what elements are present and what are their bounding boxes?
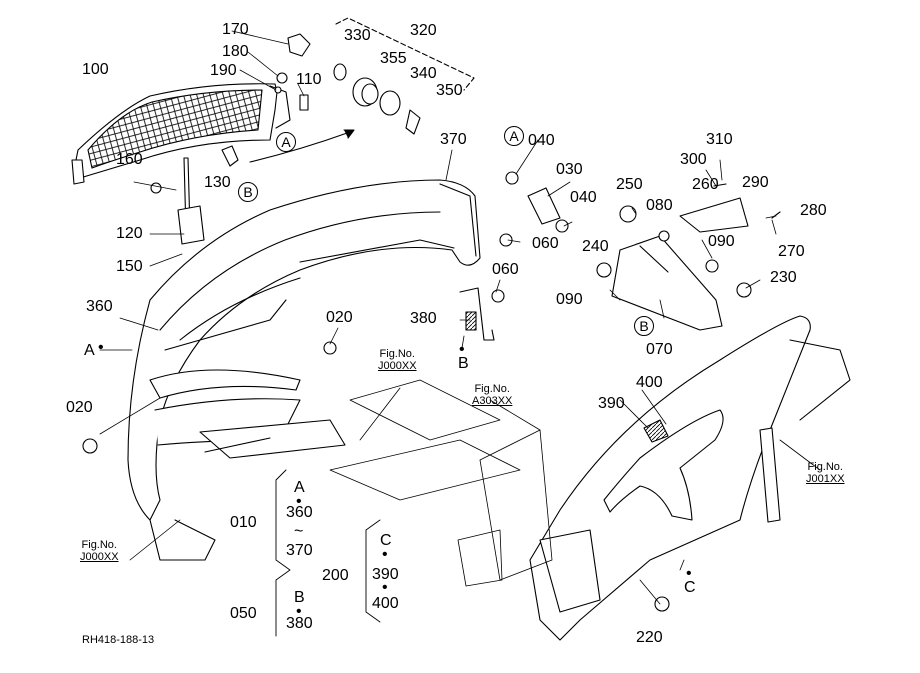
callout-090-left: 090 [556,291,583,308]
callout-270: 270 [778,243,805,260]
callout-050: 050 [230,605,257,622]
figure-reference-number: A303XX [472,395,513,407]
callout-355: 355 [380,50,407,67]
callout-130: 130 [204,174,231,191]
callout-040-top: 040 [528,132,555,149]
frame-reference [329,379,553,587]
callout-390: 390 [598,395,625,412]
cam-lock-part [333,17,475,135]
group-010-from: 360 [286,504,313,521]
callout-190: 190 [210,62,237,79]
callout-300: 300 [680,151,707,168]
callout-160: 160 [116,151,143,168]
callout-060-right: 060 [532,235,559,252]
leader-lines [99,30,821,605]
figure-reference-label: Fig.No. [379,348,415,360]
callout-320: 320 [410,22,437,39]
bracket-part [82,171,670,612]
dot-marker: • [459,341,465,358]
group-010-letter: A [294,479,305,496]
knob-part [274,33,311,111]
grille-part [71,83,291,185]
callout-060-mid: 060 [492,261,519,278]
circled-letter-b: B [238,182,258,202]
group-010-tilde: ~ [294,523,304,540]
callout-250: 250 [616,176,643,193]
callout-220: 220 [636,629,663,646]
direction-arrow [249,131,351,163]
callout-090-right: 090 [708,233,735,250]
letter-b-under-380: B [458,355,469,372]
letter-a-side: A [84,342,95,359]
callout-360: 360 [86,298,113,315]
callout-340: 340 [410,65,437,82]
callout-030: 030 [556,161,583,178]
group-200-from: 390 [372,566,399,583]
dot-marker: • [382,579,388,596]
callout-400: 400 [636,374,663,391]
figure-reference-number: J000XX [378,360,417,372]
dot-marker: • [686,565,692,582]
callout-230: 230 [770,269,797,286]
figure-reference[interactable]: Fig.No. J000XX [378,348,417,372]
figure-reference[interactable]: Fig.No. J000XX [80,539,119,563]
callout-380: 380 [410,310,437,327]
group-050-item: 380 [286,615,313,632]
callout-150: 150 [116,258,143,275]
callout-180: 180 [222,43,249,60]
circled-letter-a: A [504,126,524,146]
latch-part [150,145,239,245]
figure-reference-number: J000XX [80,551,119,563]
callout-290: 290 [742,174,769,191]
side-cover-part [127,179,481,561]
dot-marker: • [296,603,302,620]
callout-240: 240 [582,238,609,255]
rear-panel-part [529,315,851,641]
dot-marker: • [296,493,302,510]
callout-170: 170 [222,21,249,38]
callout-120: 120 [116,225,143,242]
callout-200: 200 [322,567,349,584]
callout-260: 260 [692,176,719,193]
callout-010: 010 [230,514,257,531]
figure-reference-number: J001XX [806,473,845,485]
dot-marker: • [98,339,104,356]
callout-080: 080 [646,197,673,214]
callout-070: 070 [646,341,673,358]
group-050-letter: B [294,589,305,606]
letter-c-panel: C [684,579,696,596]
callout-350: 350 [436,82,463,99]
callout-100: 100 [82,61,109,78]
group-200-letter: C [380,532,392,549]
callout-020-mid: 020 [326,309,353,326]
callout-310: 310 [706,131,733,148]
callout-040-mid: 040 [570,189,597,206]
figure-reference[interactable]: Fig.No. J001XX [806,461,845,485]
hinge-bracket-part [596,183,781,331]
diagram-code: RH418-188-13 [82,634,155,646]
group-brackets [275,469,381,637]
figure-reference-label: Fig.No. [81,539,117,551]
callout-370: 370 [440,131,467,148]
dot-marker: • [382,546,388,563]
circled-letter-a: A [276,132,296,152]
callout-330: 330 [344,27,371,44]
figure-reference-label: Fig.No. [474,383,510,395]
group-200-to: 400 [372,595,399,612]
callout-110: 110 [296,71,322,88]
callout-020-left: 020 [66,399,93,416]
figure-reference-label: Fig.No. [807,461,843,473]
callout-280: 280 [800,202,827,219]
circled-letter-b: B [634,316,654,336]
figure-reference[interactable]: Fig.No. A303XX [472,383,512,407]
group-010-to: 370 [286,542,313,559]
